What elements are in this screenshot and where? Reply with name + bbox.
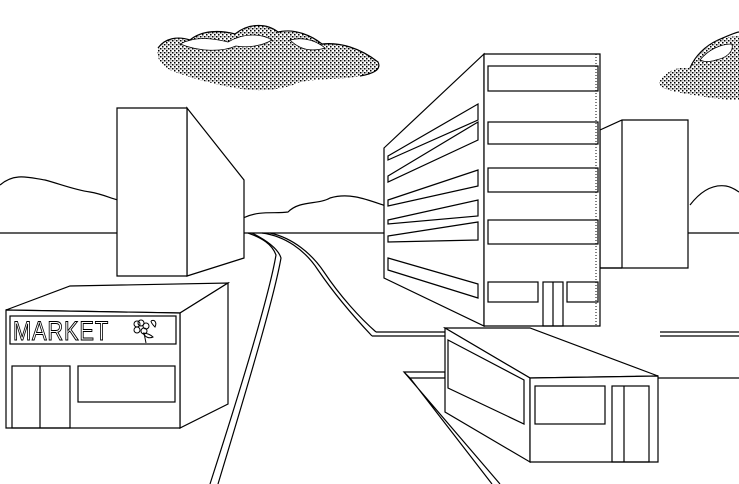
hills-center <box>242 195 387 219</box>
office-building <box>383 52 601 327</box>
cloud-left <box>157 24 380 91</box>
curb-lower-right <box>402 371 446 379</box>
road-left-edge-inner <box>217 232 282 484</box>
hills-left <box>0 176 119 201</box>
market-sign <box>9 315 177 345</box>
sidewalk-far-right <box>660 331 739 337</box>
market-sign-text: MARKET <box>13 316 109 346</box>
hills-right <box>689 185 739 206</box>
road-right-edge-inner <box>269 232 377 333</box>
market-building: MARKET <box>5 281 231 429</box>
left-tall-building <box>116 106 245 277</box>
road-lower-right-edge <box>403 371 501 484</box>
road-left-edge <box>209 232 277 484</box>
flower-icon <box>133 319 157 344</box>
road-right-edge <box>261 232 373 337</box>
cloud-right <box>659 31 739 100</box>
lower-right-building <box>442 326 659 464</box>
right-back-building <box>599 119 689 269</box>
market-window <box>77 365 176 403</box>
sidewalk-right <box>372 331 445 337</box>
market-door <box>11 365 71 429</box>
